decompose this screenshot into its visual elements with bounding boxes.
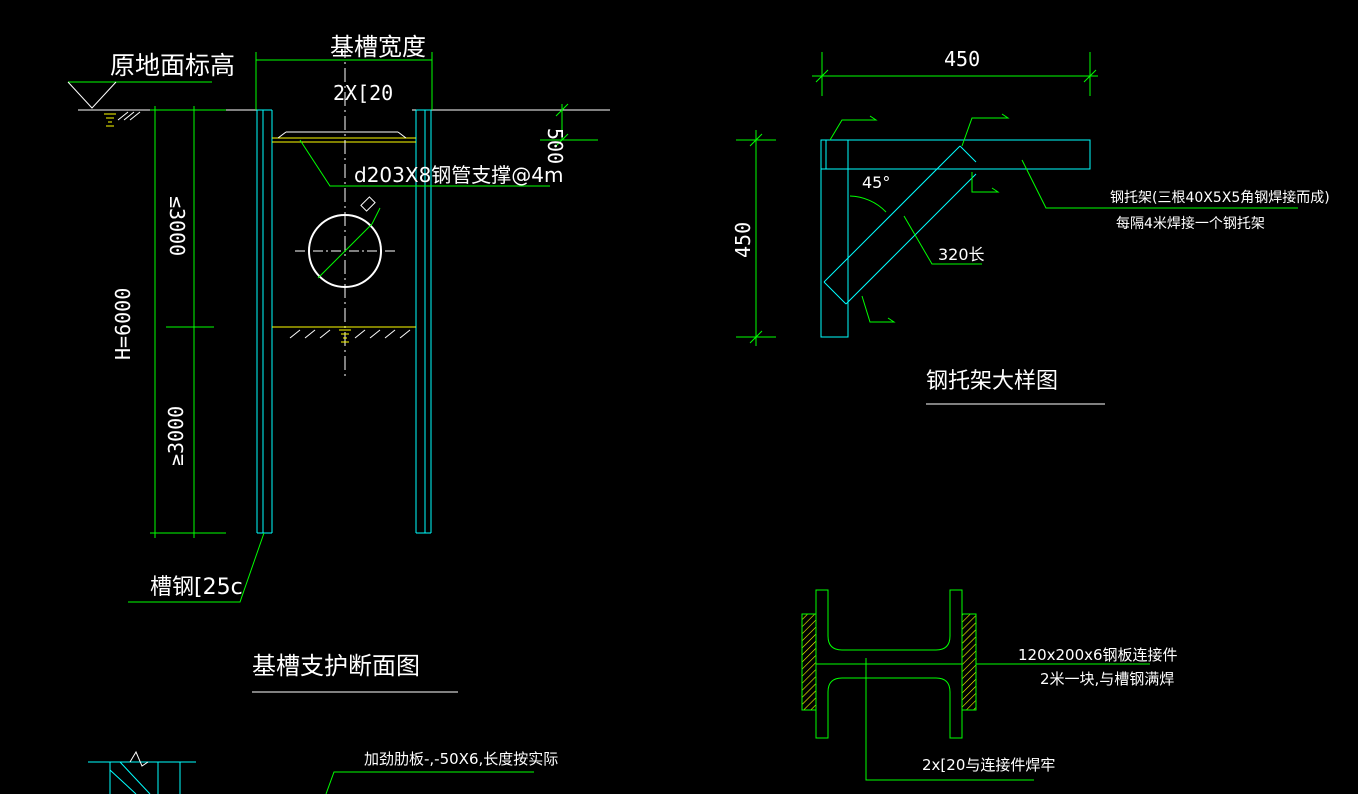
weld-note: 2x[20与连接件焊牢 [922, 756, 1055, 774]
angle-arc [849, 195, 887, 213]
stiffener-detail-partial [88, 750, 534, 794]
lower-limit-3000-label: ≤3000 [165, 196, 189, 256]
steel-bracket [820, 139, 1091, 338]
angle-label: 45° [862, 173, 890, 192]
bracket-note-leader [1021, 159, 1298, 209]
pipe-support-label: d203X8钢管支撑@4m [354, 163, 564, 187]
right-connection-plate [961, 613, 977, 711]
bracket-height-label: 450 [731, 222, 755, 258]
bracket-detail-drawing: 450 450 45° [731, 47, 1330, 405]
pipe-circle [295, 196, 395, 288]
bracket-width-dimension [812, 52, 1098, 96]
trench-width-label: 基槽宽度 [330, 33, 426, 61]
h-6000-label: H=6000 [111, 288, 135, 360]
stiffener-label: 加劲肋板-,-50X6,长度按实际 [364, 750, 558, 768]
depth-dimension-chain [150, 106, 226, 538]
depth-500-label: 500 [543, 128, 567, 164]
brace-length-label: 320长 [938, 245, 985, 264]
weld-markers [829, 113, 1010, 323]
channel-steel-label: 槽钢[25c [150, 575, 243, 600]
channel-joint-drawing: 120x200x6钢板连接件 2米一块,与槽钢满焊 2x[20与连接件焊牢 [801, 589, 1178, 781]
plate-note-line2: 2米一块,与槽钢满焊 [1040, 670, 1174, 688]
plate-note-line1: 120x200x6钢板连接件 [1018, 646, 1178, 664]
upper-channel [815, 589, 963, 665]
right-sheet-pile [415, 109, 432, 534]
left-connection-plate [801, 613, 817, 711]
bracket-width-label: 450 [944, 47, 980, 71]
section-title: 基槽支护断面图 [252, 652, 420, 680]
channel-steel-leader [128, 532, 265, 603]
brace-length-leader [903, 215, 982, 265]
channel-pair-label: 2X[20 [333, 81, 393, 105]
left-sheet-pile [256, 109, 273, 534]
upper-limit-3000-label: ≥3000 [164, 406, 188, 466]
trench-bottom [272, 326, 416, 343]
bracket-title: 钢托架大样图 [926, 369, 1058, 394]
lower-channel [815, 663, 963, 739]
depth-500-dimension [540, 103, 598, 147]
trench-width-dimension [255, 52, 433, 110]
bracket-height-dimension [736, 130, 776, 346]
bracket-note-line2: 每隔4米焊接一个钢托架 [1116, 215, 1265, 232]
ground-elevation-label: 原地面标高 [110, 51, 235, 80]
bracket-note-line1: 钢托架(三根40X5X5角钢焊接而成) [1110, 189, 1330, 206]
trench-section-drawing: 原地面标高 基槽宽度 2X[20 500 [67, 33, 610, 794]
weld-leader [865, 658, 1034, 781]
steel-pipe-strut [272, 131, 416, 143]
pipe-support-leader [299, 139, 550, 187]
